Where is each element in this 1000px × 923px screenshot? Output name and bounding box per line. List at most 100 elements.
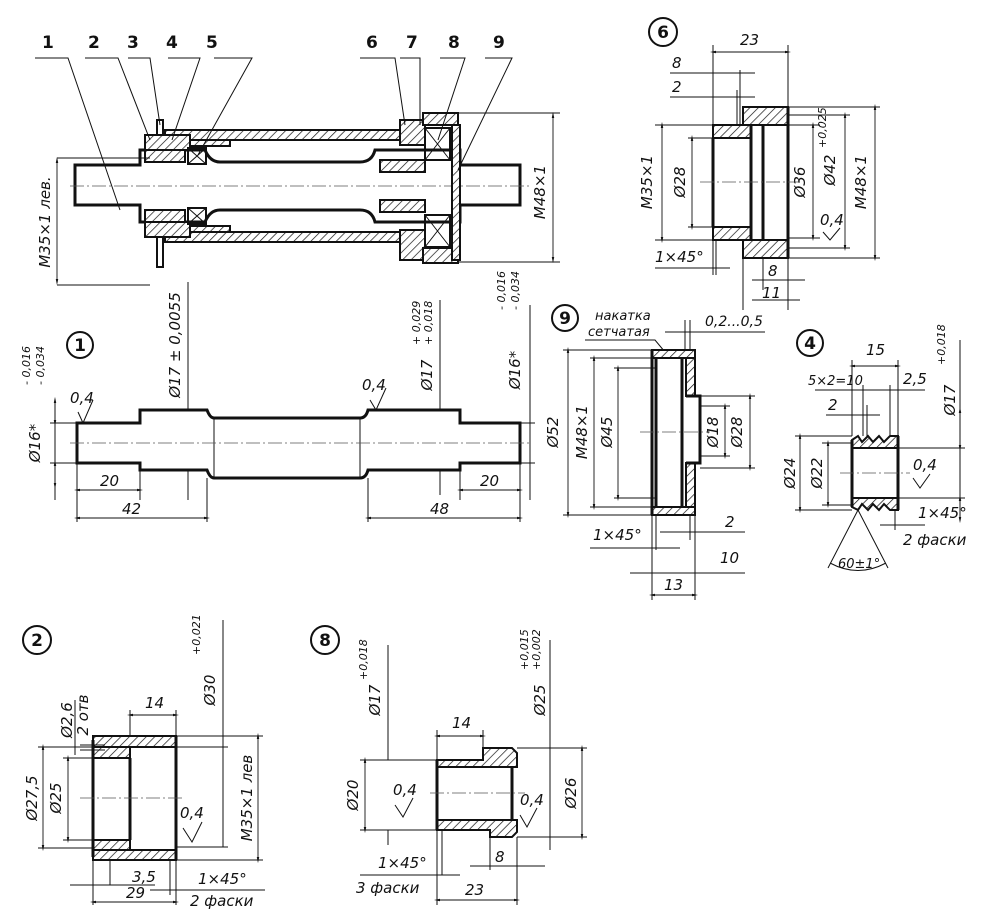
part-4-outer-diameter: Ø24 bbox=[781, 458, 799, 490]
part-6-thread-small: M35×1 bbox=[638, 155, 656, 209]
part-4-thread-angle: 60±1° bbox=[838, 557, 880, 572]
part-9-number: 9 bbox=[559, 309, 571, 329]
part-1-right-diameter: Ø17 bbox=[418, 359, 436, 391]
part-1-roughness-right: 0,4 bbox=[362, 376, 386, 394]
callout-4: 4 bbox=[166, 33, 178, 53]
part-9-cap-detail: 9 накатка сетчатая 0,2...0,5 Ø52 M48×1 Ø… bbox=[544, 304, 765, 600]
part-8-roughness-seat: 0,4 bbox=[520, 791, 544, 809]
part-9-hole-diameter: Ø18 bbox=[704, 417, 722, 449]
part-8-seat-tol-lower: +0,002 bbox=[530, 629, 543, 670]
part-9-note-line1: накатка bbox=[595, 309, 651, 324]
part-1-end-tol-lower: - 0,034 bbox=[509, 271, 522, 310]
part-2-cup-detail: 2 Ø2,6 2 отв 14 Ø30 +0,021 Ø27,5 Ø25 0,4… bbox=[22, 614, 265, 910]
part-4-chamfer-note: 2 фаски bbox=[903, 531, 967, 549]
part-1-roughness-left: 0,4 bbox=[70, 389, 94, 407]
part-1-length-48: 48 bbox=[430, 500, 449, 518]
part-8-bore-diameter: Ø17 bbox=[366, 684, 384, 716]
part-2-diameter-27-5: Ø27,5 bbox=[23, 775, 41, 821]
part-8-number: 8 bbox=[319, 631, 331, 651]
part-6-seat-tolerance: +0,025 bbox=[816, 107, 829, 148]
callout-7: 7 bbox=[406, 33, 418, 53]
callout-leaders bbox=[35, 57, 513, 211]
callout-1: 1 bbox=[42, 33, 54, 53]
part-6-roughness: 0,4 bbox=[820, 211, 844, 229]
part-1-length-20-left: 20 bbox=[100, 472, 119, 490]
part-2-hole-diameter: Ø2,6 bbox=[58, 702, 76, 739]
part-9-thread: M48×1 bbox=[573, 405, 591, 459]
part-1-right-tol-upper: + 0,029 bbox=[410, 301, 423, 345]
part-4-nut-detail: 4 15 5×2=10 2,5 2 Ø17 +0,018 Ø24 Ø22 0,4… bbox=[781, 324, 967, 572]
part-2-diameter-25: Ø25 bbox=[47, 783, 65, 815]
part-9-length-2: 2 bbox=[725, 513, 735, 531]
part-8-chamfer-note: 3 фаски bbox=[356, 879, 420, 897]
part-2-holes-note: 2 отв bbox=[74, 694, 92, 735]
part-8-seat-tol-upper: +0,015 bbox=[518, 629, 531, 670]
part-6-cup-detail: 6 23 8 2 M35×1 Ø28 Ø36 Ø42 +0,025 M48×1 … bbox=[638, 17, 880, 310]
part-9-length-13: 13 bbox=[664, 576, 683, 594]
part-4-length-2: 2 bbox=[828, 396, 838, 414]
part-4-bore-diameter: Ø17 bbox=[941, 384, 959, 416]
part-4-chamfer: 1×45° bbox=[918, 504, 967, 522]
callout-3: 3 bbox=[127, 33, 139, 53]
part-9-gap: 0,2...0,5 bbox=[705, 314, 763, 330]
part-9-chamfer: 1×45° bbox=[593, 526, 642, 544]
part-1-number: 1 bbox=[74, 336, 86, 356]
part-9-inner-diameter: Ø45 bbox=[598, 417, 616, 449]
part-8-length-8: 8 bbox=[495, 848, 505, 866]
part-6-length-8: 8 bbox=[672, 54, 682, 72]
part-2-number: 2 bbox=[31, 631, 43, 651]
part-8-diameter-26: Ø26 bbox=[562, 778, 580, 810]
part-8-length-14: 14 bbox=[452, 714, 471, 732]
part-1-left-tol-upper: - 0,016 bbox=[20, 346, 33, 385]
part-1-right-tol-lower: + 0,018 bbox=[422, 301, 435, 345]
assembly-thread-right-label: M48×1 bbox=[531, 165, 549, 219]
part-2-chamfer: 1×45° bbox=[198, 870, 247, 888]
part-8-length-23: 23 bbox=[465, 881, 484, 899]
part-6-chamfer: 1×45° bbox=[655, 248, 704, 266]
part-2-length-3-5: 3,5 bbox=[132, 868, 156, 886]
part-2-thread: M35×1 лев bbox=[238, 755, 256, 842]
part-1-left-tol-lower: - 0,034 bbox=[34, 346, 47, 385]
part-2-length-29: 29 bbox=[126, 884, 145, 902]
part-6-seat-diameter: Ø42 bbox=[821, 155, 839, 187]
part-1-shaft-detail: 1 Ø16* - 0,016 - 0,034 0,4 Ø17 ± 0,0055 … bbox=[20, 271, 535, 522]
part-1-length-42: 42 bbox=[122, 500, 141, 518]
part-8-bushing-detail: 8 Ø17 +0,018 14 Ø25 +0,015 +0,002 Ø20 0,… bbox=[310, 625, 587, 905]
part-8-bore-tolerance: +0,018 bbox=[357, 639, 370, 680]
part-6-thread-big: M48×1 bbox=[852, 155, 870, 209]
part-9-hub-diameter: Ø28 bbox=[728, 417, 746, 449]
part-2-roughness: 0,4 bbox=[180, 804, 204, 822]
part-9-length-10: 10 bbox=[720, 549, 739, 567]
part-2-chamfer-note: 2 фаски bbox=[190, 892, 254, 910]
part-9-outer-diameter: Ø52 bbox=[544, 417, 562, 449]
part-8-seat-diameter: Ø25 bbox=[531, 685, 549, 717]
part-1-left-diameter: Ø16* bbox=[26, 423, 44, 463]
part-6-length-11: 11 bbox=[762, 284, 781, 302]
part-1-mid-diameter: Ø17 ± 0,0055 bbox=[166, 292, 184, 398]
part-1-length-20-right: 20 bbox=[480, 472, 499, 490]
part-2-length-14: 14 bbox=[145, 694, 164, 712]
assembly-view: 1 2 3 4 5 6 7 8 9 M35×1 лев. M48×1 bbox=[35, 33, 560, 286]
part-6-length-8b: 8 bbox=[768, 262, 778, 280]
part-1-end-tol-upper: - 0,016 bbox=[495, 271, 508, 310]
part-9-note-line2: сетчатая bbox=[588, 325, 650, 340]
part-1-end-diameter: Ø16* bbox=[506, 350, 524, 390]
part-6-number: 6 bbox=[657, 23, 669, 43]
assembly-thread-left-label: M35×1 лев. bbox=[36, 176, 54, 267]
part-4-pitch: 5×2=10 bbox=[808, 374, 863, 389]
part-4-number: 4 bbox=[804, 334, 816, 354]
callout-2: 2 bbox=[88, 33, 100, 53]
callout-8: 8 bbox=[448, 33, 460, 53]
callout-6: 6 bbox=[366, 33, 378, 53]
part-4-roughness: 0,4 bbox=[913, 456, 937, 474]
callout-5: 5 bbox=[206, 33, 218, 53]
part-6-inner-diameter: Ø36 bbox=[791, 167, 809, 199]
part-2-seat-diameter: Ø30 bbox=[201, 675, 219, 707]
part-8-diameter-20: Ø20 bbox=[344, 780, 362, 812]
part-4-length-2-5: 2,5 bbox=[903, 370, 927, 388]
part-6-length-23: 23 bbox=[740, 31, 759, 49]
part-8-chamfer: 1×45° bbox=[378, 854, 427, 872]
part-8-roughness-bore: 0,4 bbox=[393, 781, 417, 799]
